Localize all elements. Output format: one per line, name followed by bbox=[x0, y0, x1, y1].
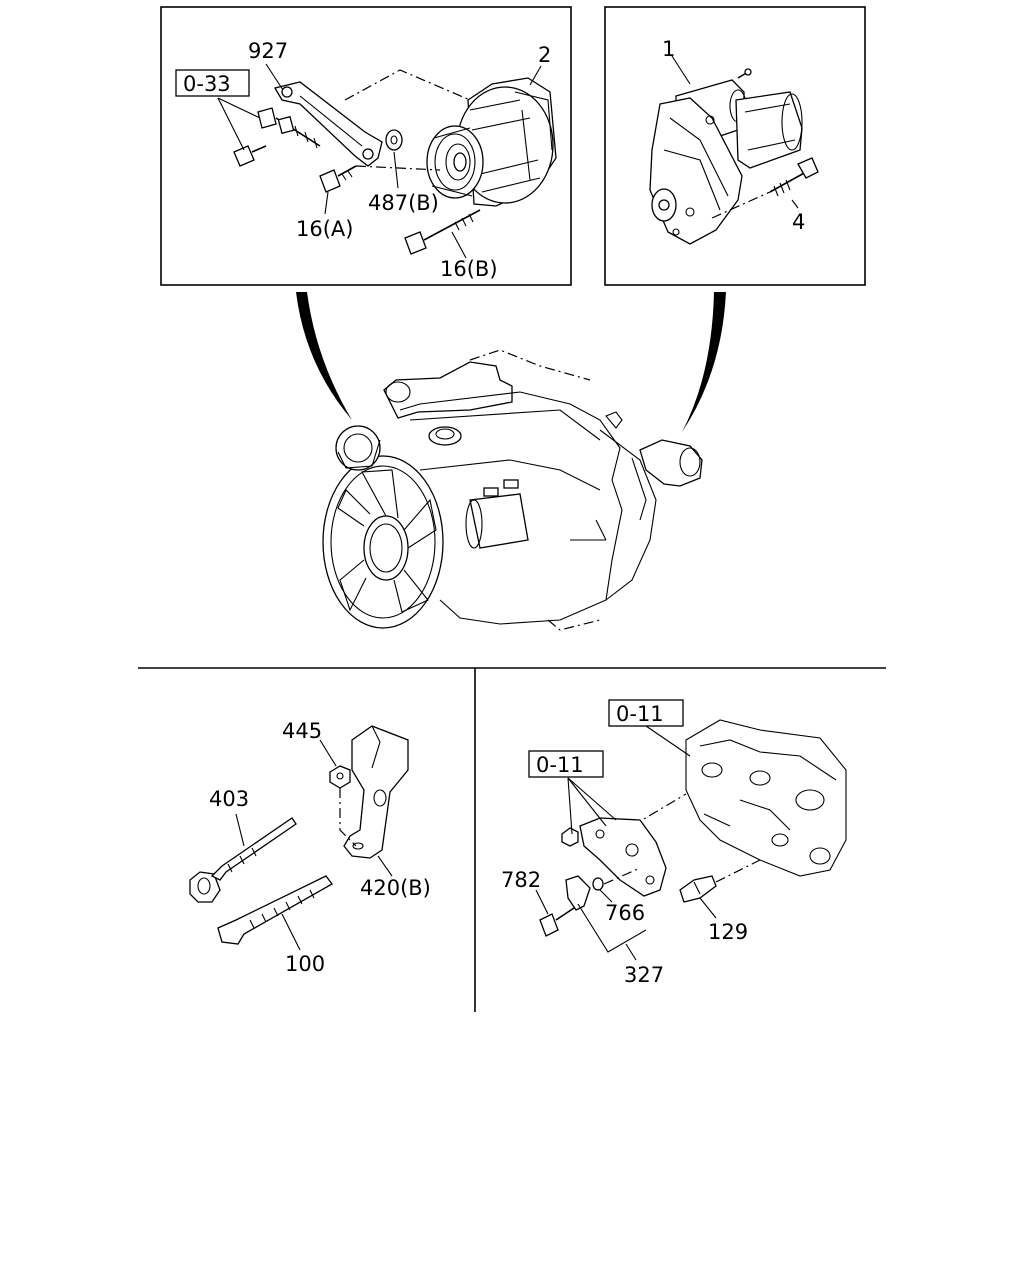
callout-927: 927 bbox=[248, 39, 288, 63]
callout-420b: 420(B) bbox=[360, 876, 431, 900]
callout-16b: 16(B) bbox=[440, 257, 498, 281]
starter-assembly bbox=[649, 68, 819, 245]
alternator-detail-frame bbox=[160, 6, 572, 286]
callout-16a: 16(A) bbox=[296, 217, 353, 241]
sensor-assembly bbox=[539, 719, 847, 937]
engine-assembly bbox=[322, 349, 703, 631]
alternator-assembly bbox=[233, 77, 557, 255]
callout-403: 403 bbox=[209, 787, 249, 811]
callout-445: 445 bbox=[282, 719, 322, 743]
ref-box-0-11-top bbox=[608, 699, 684, 727]
callout-2: 2 bbox=[538, 43, 551, 67]
ref-box-0-11-mid bbox=[528, 750, 604, 778]
callout-487b: 487(B) bbox=[368, 191, 439, 215]
callout-782: 782 bbox=[501, 868, 541, 892]
callout-129: 129 bbox=[708, 920, 748, 944]
callout-327: 327 bbox=[624, 963, 664, 987]
starter-callout-arc bbox=[682, 292, 726, 432]
ref-0-11-mid: 0-11 bbox=[536, 753, 584, 777]
ref-0-33: 0-33 bbox=[183, 72, 231, 96]
callout-766: 766 bbox=[605, 901, 645, 925]
callout-1: 1 bbox=[662, 37, 675, 61]
harness-parts bbox=[189, 725, 409, 945]
alternator-chain-lines bbox=[344, 69, 471, 171]
alternator-callout-arc bbox=[296, 292, 352, 420]
callout-100: 100 bbox=[285, 952, 325, 976]
starter-detail-frame bbox=[604, 6, 866, 286]
callout-4: 4 bbox=[792, 210, 805, 234]
ref-0-11-top: 0-11 bbox=[616, 702, 664, 726]
ref-box-0-33 bbox=[175, 69, 250, 97]
